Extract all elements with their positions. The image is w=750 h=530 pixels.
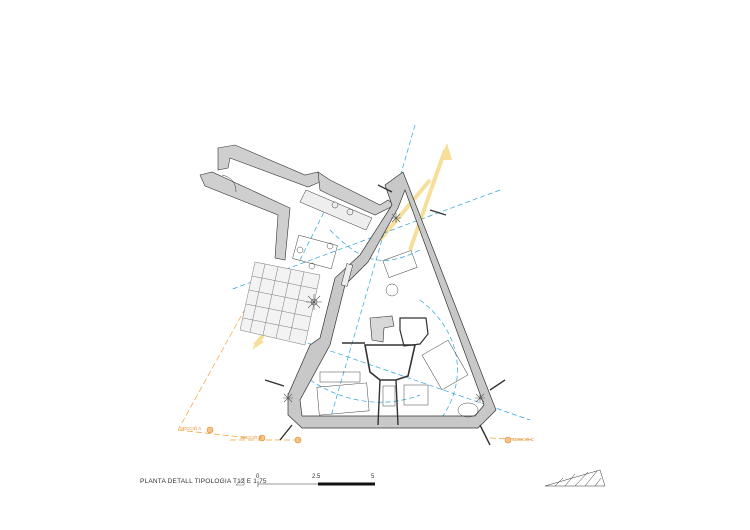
scale-bar (257, 481, 375, 487)
interior-core (342, 315, 429, 426)
roof-glyph (544, 469, 606, 487)
section-markers (206, 426, 512, 444)
section-tag-a: SECCIÓ A (180, 426, 202, 431)
kitchen-counter (299, 189, 373, 287)
entrance-corridor (199, 144, 396, 261)
plant-icons (283, 213, 485, 403)
scale-label-0: 0 (256, 474, 260, 480)
drawing-caption: PLANTA DETALL TIPOLOGIA T12 E 1:75 (140, 478, 267, 485)
orange-section-lines (177, 299, 536, 441)
scale-label-2-5: 2.5 (312, 474, 321, 480)
corner-fins (264, 184, 506, 446)
building-walls (287, 171, 497, 429)
orientation-glyph (235, 477, 245, 486)
entrance-door-arc (221, 174, 237, 193)
section-tag-b: SECCIÓ B (240, 435, 262, 440)
furniture (292, 234, 479, 418)
scale-label-5: 5 (371, 474, 375, 480)
section-tag-c: SECCIÓ C (512, 437, 534, 442)
terrace-tiles (239, 261, 321, 346)
